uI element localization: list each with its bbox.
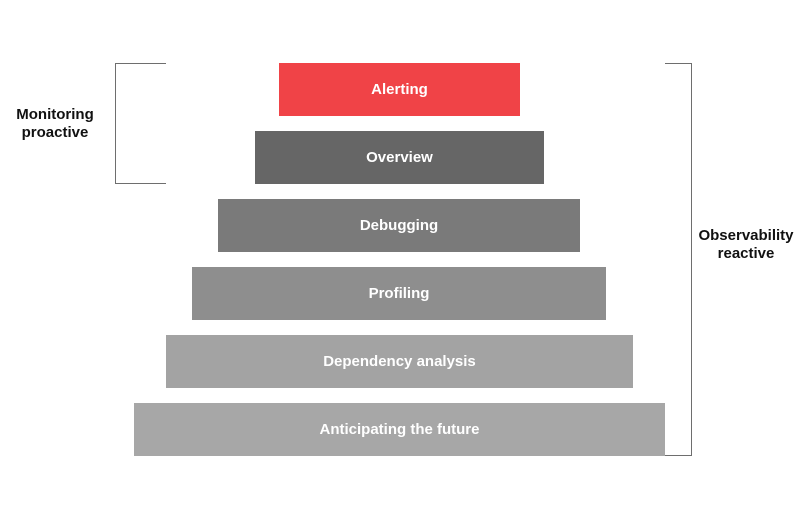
pyramid-layer-overview: Overview xyxy=(255,131,544,184)
layer-label: Anticipating the future xyxy=(319,421,480,438)
observability-label-line2: reactive xyxy=(717,245,775,262)
monitoring-label-line1: Monitoring xyxy=(16,106,94,123)
pyramid-layer-debugging: Debugging xyxy=(218,199,580,252)
pyramid-layer-anticipating-the-future: Anticipating the future xyxy=(134,403,665,456)
observability-label-line1: Observability xyxy=(698,227,794,244)
monitoring-bracket xyxy=(115,63,166,184)
observability-label: Observability reactive xyxy=(690,227,800,263)
layer-label: Alerting xyxy=(371,81,428,98)
pyramid-layer-dependency-analysis: Dependency analysis xyxy=(166,335,633,388)
pyramid-layer-alerting: Alerting xyxy=(279,63,520,116)
layer-label: Profiling xyxy=(368,285,430,302)
monitoring-label: Monitoring proactive xyxy=(8,106,102,142)
pyramid-layer-profiling: Profiling xyxy=(192,267,606,320)
layer-label: Overview xyxy=(366,149,433,166)
layer-label: Dependency analysis xyxy=(323,353,476,370)
observability-bracket xyxy=(665,63,692,456)
monitoring-label-line2: proactive xyxy=(21,124,89,141)
layer-label: Debugging xyxy=(359,217,439,234)
